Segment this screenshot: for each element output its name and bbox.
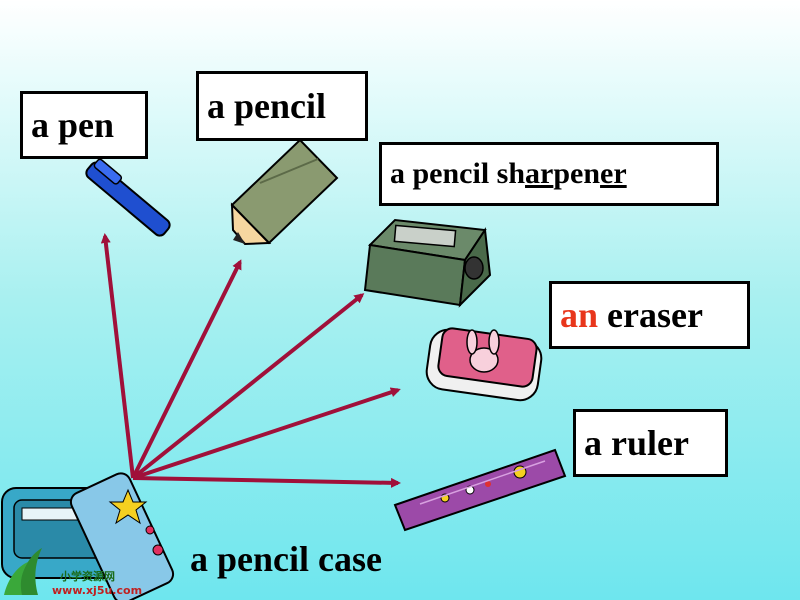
label-ruler: a ruler — [573, 409, 728, 477]
label-pencil: a pencil — [196, 71, 368, 141]
arrow-to-sharpener — [131, 293, 365, 480]
sharpener-image — [363, 218, 492, 308]
pen-image — [85, 158, 171, 237]
sharpener-prefix: a pencil sh — [390, 157, 526, 190]
label-pen-text: a pen — [31, 105, 115, 145]
eraser-article: an — [560, 295, 599, 335]
watermark-logo-name: 小学资源网 — [60, 570, 115, 583]
sharpener-mid: pen — [553, 157, 601, 190]
label-ruler-text: a ruler — [584, 423, 689, 463]
label-eraser: an eraser — [549, 281, 750, 349]
arrow-to-pencil — [131, 259, 242, 479]
label-pencil-text: a pencil — [207, 86, 327, 126]
arrows — [100, 233, 401, 488]
arrow-to-ruler — [132, 476, 401, 488]
eraser-word: eraser — [598, 295, 703, 335]
pencil-case-image — [1, 472, 175, 600]
pencil-image — [230, 138, 339, 246]
ruler-image — [393, 448, 567, 532]
label-pen: a pen — [20, 91, 148, 159]
label-pencil-case: a pencil case — [190, 539, 382, 579]
arrow-to-eraser — [132, 387, 401, 480]
sharpener-er-underlined: er — [600, 157, 627, 190]
arrow-to-pen — [100, 233, 135, 479]
watermark-logo-url: www.xj5u.com — [52, 584, 143, 597]
sharpener-ar-underlined: ar — [525, 157, 554, 190]
eraser-image — [425, 327, 543, 402]
